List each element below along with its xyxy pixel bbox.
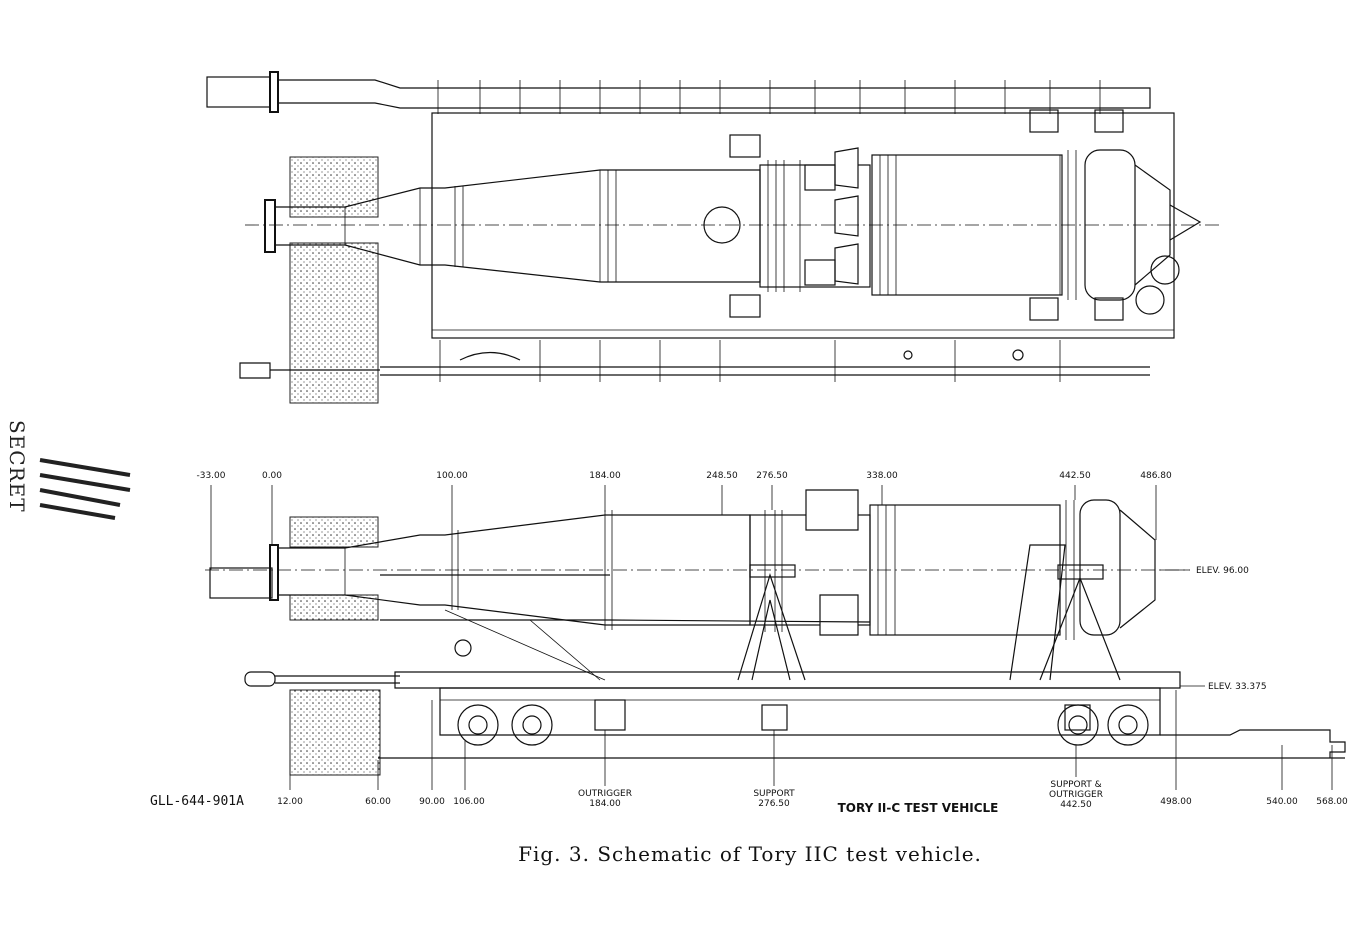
- callout-outrigger: OUTRIGGER: [578, 789, 632, 799]
- elevation-label: ELEV. 96.00: [1196, 566, 1249, 576]
- station-label: -33.00: [196, 471, 225, 481]
- station-label: 0.00: [262, 471, 282, 481]
- callout-support-outrigger-station: 442.50: [1060, 800, 1092, 810]
- station-label: 498.00: [1160, 797, 1192, 807]
- plan-view: [206, 71, 1220, 404]
- station-label: 338.00: [866, 471, 898, 481]
- callout-support-outrigger: SUPPORT &: [1050, 780, 1101, 790]
- station-label: 60.00: [365, 797, 391, 807]
- station-label: 106.00: [453, 797, 485, 807]
- stamp-marks: [39, 458, 131, 520]
- station-labels-bottom: 12.00 60.00 90.00 106.00 498.00 540.00 5…: [277, 797, 1348, 807]
- station-label: 248.50: [706, 471, 738, 481]
- station-label: 100.00: [436, 471, 468, 481]
- station-label: 486.80: [1140, 471, 1172, 481]
- station-labels-top: -33.00 0.00 100.00 184.00 248.50 276.50 …: [196, 471, 1172, 481]
- station-label: 442.50: [1059, 471, 1091, 481]
- drawing-title: TORY II-C TEST VEHICLE: [838, 801, 999, 815]
- callout-support: SUPPORT: [753, 789, 795, 799]
- station-label: 540.00: [1266, 797, 1298, 807]
- callout-support-outrigger: OUTRIGGER: [1049, 790, 1103, 800]
- callout-labels: OUTRIGGER 184.00 SUPPORT 276.50 SUPPORT …: [578, 730, 1103, 810]
- elevation-view: [205, 485, 1346, 790]
- drawing-number: GLL-644-901A: [150, 794, 244, 809]
- callout-support-station: 276.50: [758, 799, 790, 809]
- callout-outrigger-station: 184.00: [589, 799, 621, 809]
- station-label: 12.00: [277, 797, 303, 807]
- station-label: 184.00: [589, 471, 621, 481]
- elevation-labels: ELEV. 96.00 ELEV. 33.375: [1196, 566, 1267, 692]
- station-label: 276.50: [756, 471, 788, 481]
- svg-text:SECRET: SECRET: [5, 420, 29, 513]
- classification-stamp: SECRET: [5, 420, 29, 513]
- station-label: 90.00: [419, 797, 445, 807]
- station-label: 568.00: [1316, 797, 1348, 807]
- figure-caption: Fig. 3. Schematic of Tory IIC test vehic…: [518, 842, 982, 866]
- elevation-label: ELEV. 33.375: [1208, 682, 1267, 692]
